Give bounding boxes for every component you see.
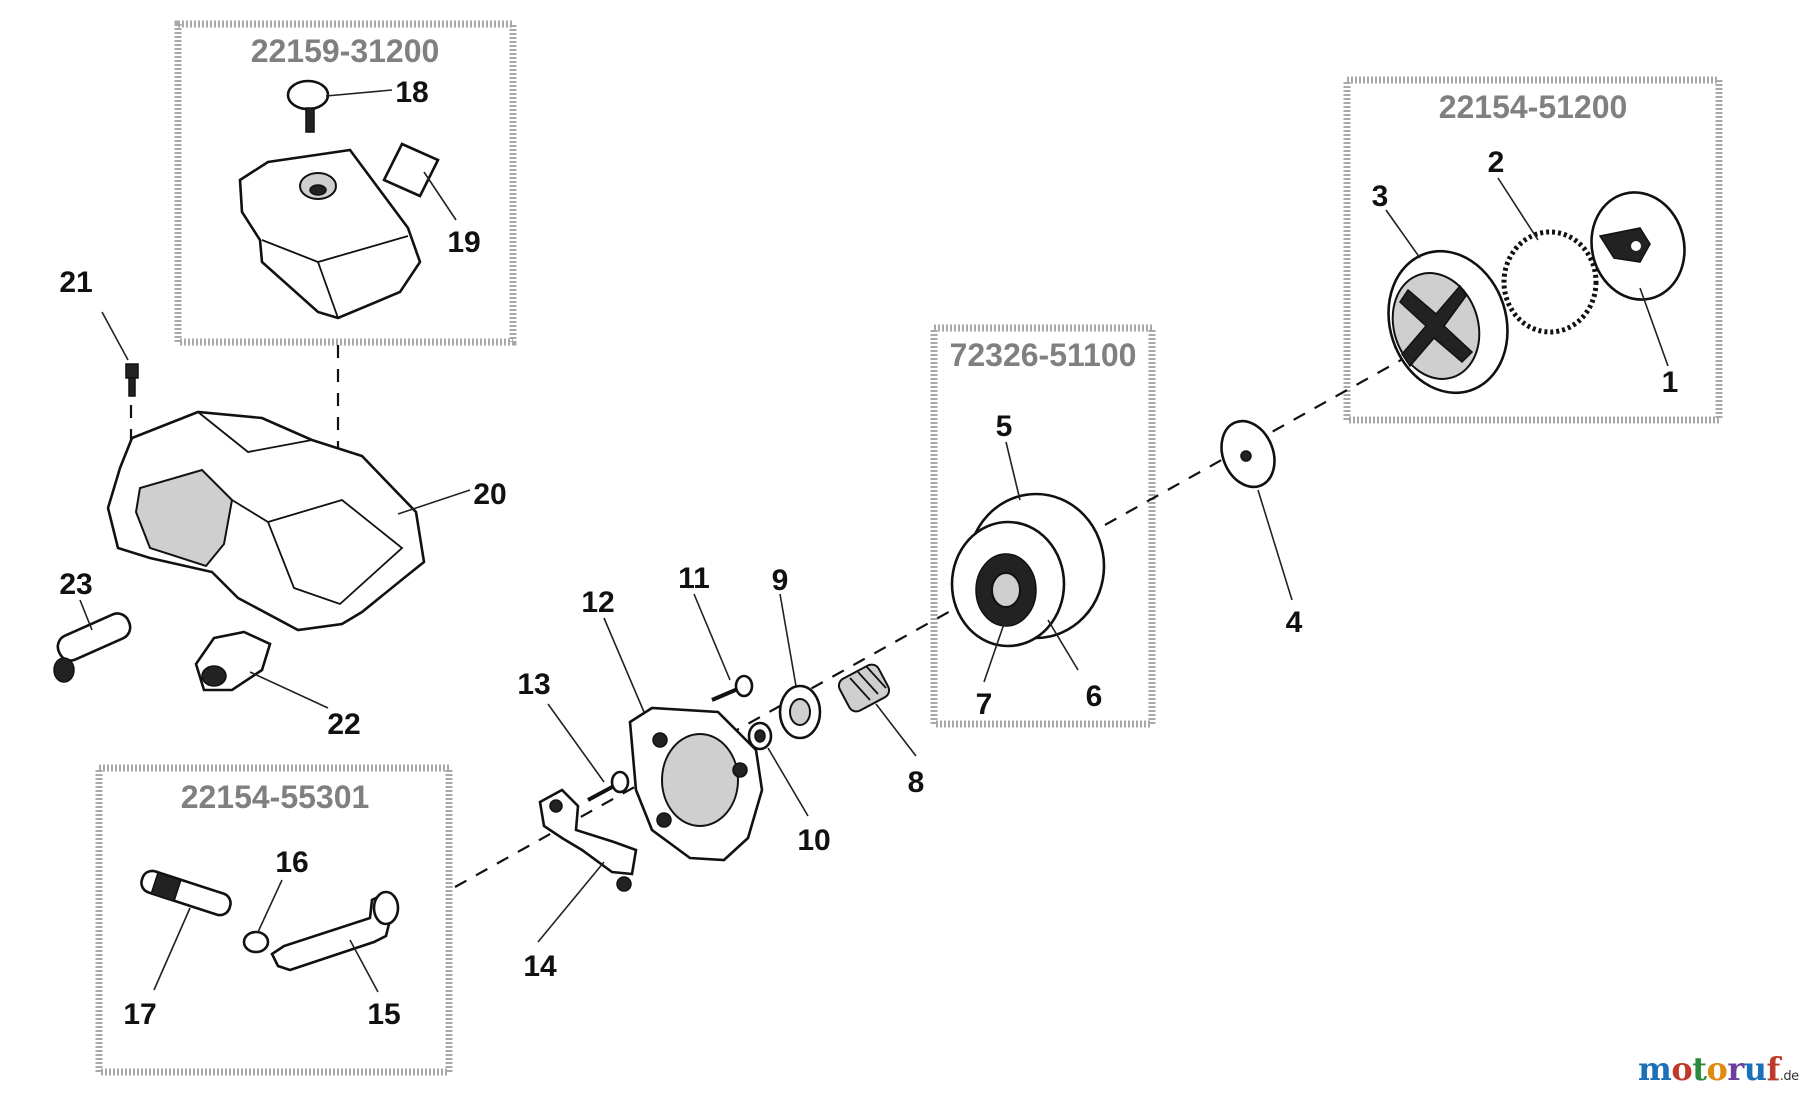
leader-lines <box>79 89 1669 993</box>
bolt-part <box>587 770 630 802</box>
watermark-tld: .de <box>1779 1069 1799 1084</box>
callout-20: 20 <box>473 478 506 511</box>
callout-numbers: 1 2 3 4 5 6 7 8 9 10 11 12 13 14 15 16 1… <box>59 76 1678 1031</box>
adjuster-pin-part <box>140 869 232 917</box>
oil-hose-part <box>270 890 400 972</box>
watermark-brand: motoruf <box>1638 1050 1780 1088</box>
callout-12: 12 <box>581 586 614 619</box>
washer-part <box>747 721 773 751</box>
callout-8: 8 <box>908 766 925 799</box>
clutch-hub-part <box>1590 191 1686 301</box>
callout-21: 21 <box>59 266 92 299</box>
callout-22: 22 <box>327 708 360 741</box>
callout-6: 6 <box>1086 680 1103 713</box>
bearing-part <box>837 663 891 713</box>
part-number-label: 22154-51200 <box>1439 89 1628 125</box>
assembly-box-drum: 72326-51100 <box>930 324 1156 728</box>
callout-19: 19 <box>447 226 480 259</box>
label-sticker-part <box>382 142 440 198</box>
filter-cover-part <box>106 410 426 632</box>
clutch-drum-part <box>950 492 1106 648</box>
callout-18: 18 <box>395 76 428 109</box>
top-cover-part <box>238 148 422 320</box>
callout-10: 10 <box>797 824 830 857</box>
callout-7: 7 <box>976 688 993 721</box>
callout-15: 15 <box>367 998 400 1031</box>
assembly-box-oil-pump: 22154-55301 <box>95 764 453 1076</box>
callout-23: 23 <box>59 568 92 601</box>
oil-pump-part <box>538 788 638 892</box>
bolt-part <box>711 674 754 702</box>
guide-plate-part <box>628 706 764 862</box>
grommet-part <box>194 630 272 692</box>
callout-3: 3 <box>1372 180 1389 213</box>
washer-disc-part <box>1220 419 1276 489</box>
callout-2: 2 <box>1488 146 1505 179</box>
tube-part <box>53 612 132 683</box>
callout-13: 13 <box>517 668 550 701</box>
callout-14: 14 <box>523 950 557 983</box>
part-number-label: 22159-31200 <box>251 33 440 69</box>
nut-part <box>778 684 822 740</box>
o-ring-part <box>242 930 270 954</box>
watermark-logo: motoruf.de <box>1638 1050 1799 1088</box>
assembly-box-clutch: 22154-51200 <box>1343 76 1723 424</box>
screw-part <box>125 363 139 397</box>
assembly-box-top-cover: 22159-31200 <box>174 20 517 346</box>
callout-5: 5 <box>996 410 1013 443</box>
callout-1: 1 <box>1662 366 1679 399</box>
callout-4: 4 <box>1286 606 1303 639</box>
part-number-label: 72326-51100 <box>950 337 1137 373</box>
clutch-spring-part <box>1501 229 1599 335</box>
callout-16: 16 <box>275 846 308 879</box>
part-number-label: 22154-55301 <box>181 779 370 815</box>
callout-17: 17 <box>123 998 156 1031</box>
oil-cap-part <box>286 79 330 133</box>
callout-11: 11 <box>678 562 710 595</box>
clutch-shoe-part <box>1387 249 1509 395</box>
callout-9: 9 <box>772 564 789 597</box>
